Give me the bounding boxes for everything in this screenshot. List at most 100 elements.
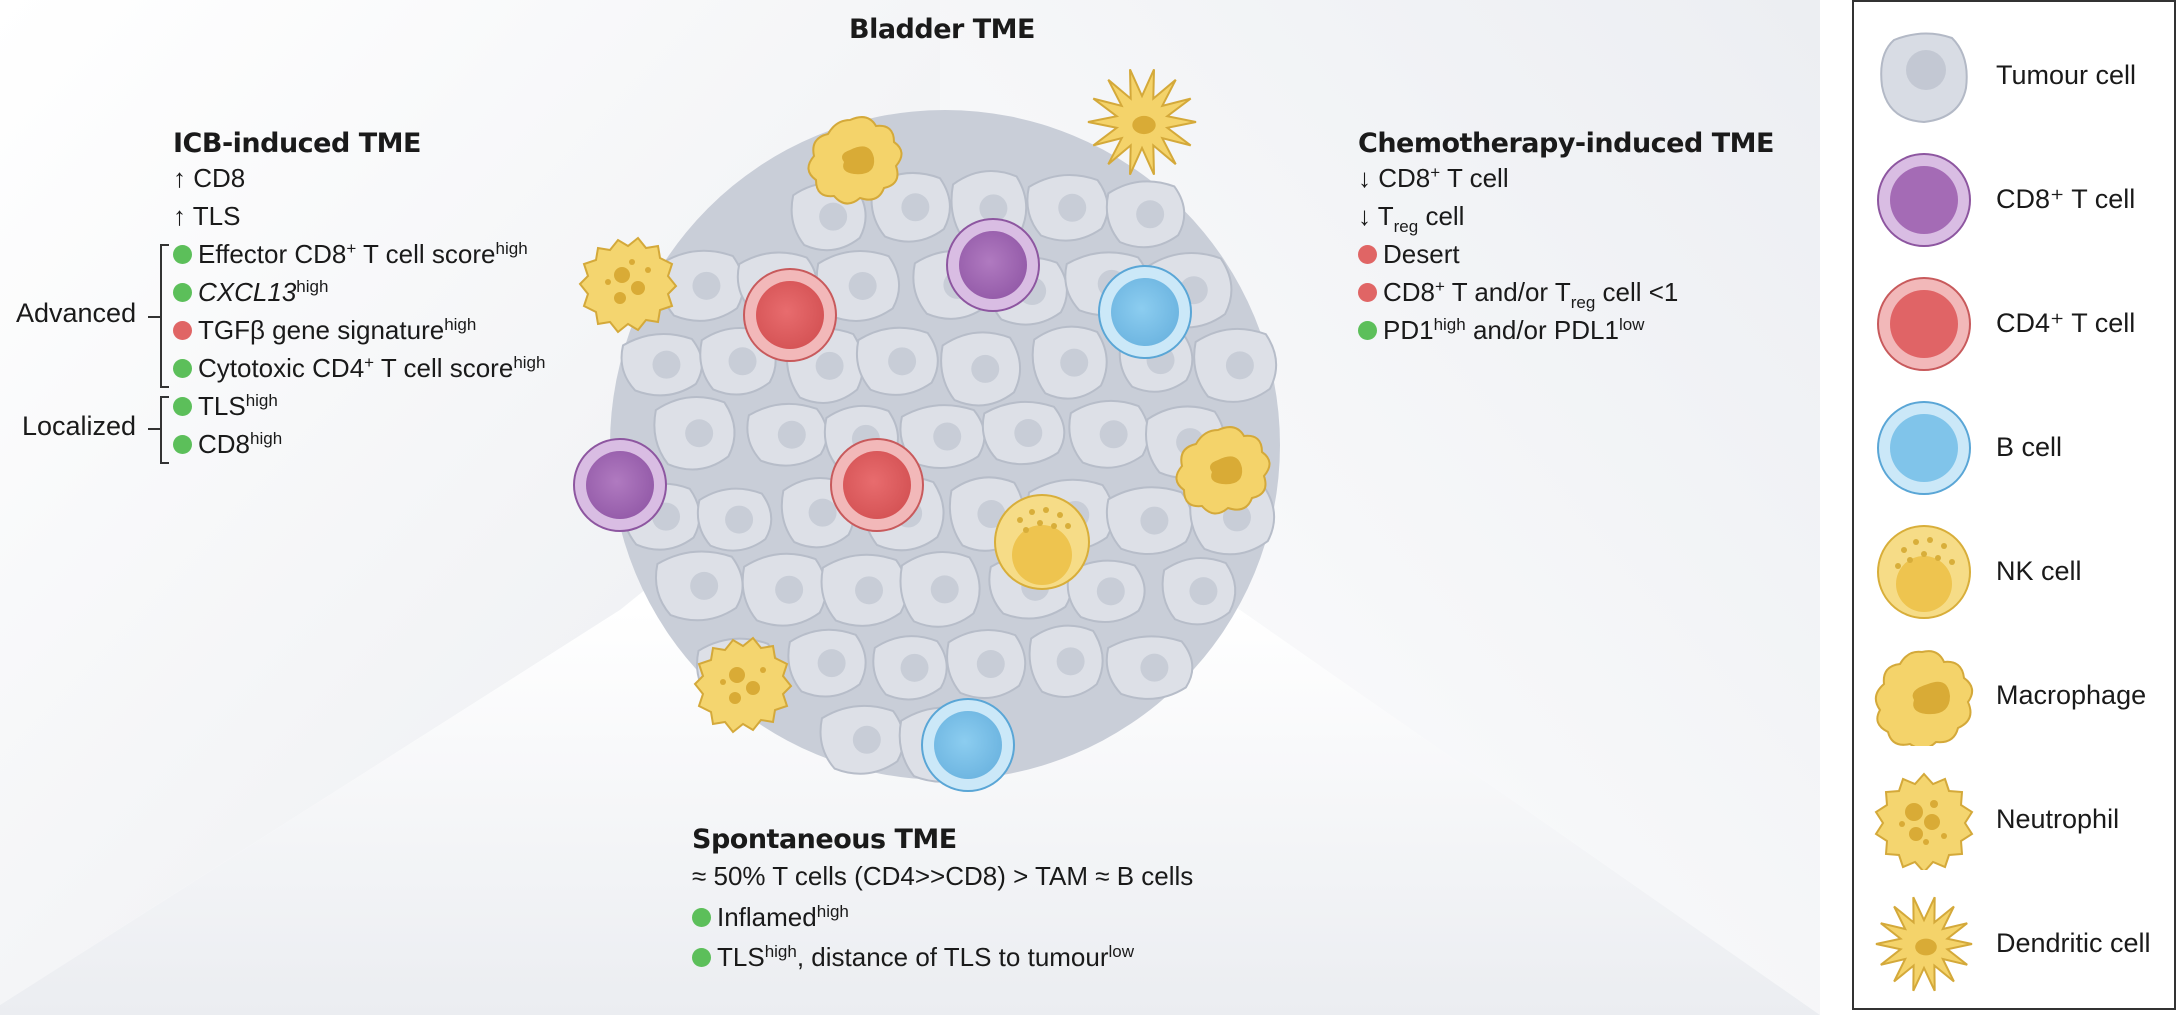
cyto-text: Cytotoxic CD4 (198, 353, 365, 383)
chemo-ratio-line: CD8+ T and/or Treg cell <1 (1358, 273, 1774, 311)
localized-label: Localized (22, 411, 137, 441)
icb-section: ICB-induced TME ↑ CD8 ↑ TLS Effector CD8… (173, 128, 545, 463)
tumour-cell-nucleus (888, 347, 917, 376)
legend-label: Tumour cell (1996, 60, 2137, 90)
legend-label: CD4⁺ T cell (1996, 308, 2136, 338)
chemo-l5b: and/or PDL1 (1465, 315, 1619, 345)
dendritic-cell-icon (1875, 896, 1973, 992)
tumour-cell-nucleus (692, 271, 721, 300)
red-dot (1358, 245, 1377, 264)
legend-item-dendritic-cell: Dendritic cell (1854, 894, 2174, 1004)
b-cell (1098, 265, 1192, 359)
dendritic-cell (1087, 68, 1197, 176)
green-dot (173, 245, 192, 264)
chemo-treg-line: ↓ Treg cell (1358, 197, 1774, 235)
legend-item-tumour-cell: Tumour cell (1854, 26, 2174, 136)
legend-item-macrophage: Macrophage (1854, 646, 2174, 756)
tumour-cell-nucleus (808, 498, 837, 527)
chemo-l4a: CD8 (1383, 277, 1436, 307)
tumour-cell-nucleus (1058, 193, 1087, 222)
spontaneous-section: Spontaneous TME ≈ 50% T cells (CD4>>CD8)… (692, 824, 1193, 977)
advanced-bracket (160, 244, 169, 388)
icb-effector-line: Effector CD8+ T cell scorehigh (173, 235, 545, 273)
main-title: Bladder TME (849, 14, 1035, 45)
sup: low (1108, 942, 1135, 961)
tumour-cell-nucleus (1060, 348, 1089, 377)
spont-inflamed-line: Inflamedhigh (692, 897, 1193, 937)
tumour-cell-nucleus (971, 354, 1000, 383)
neutrophil (578, 236, 678, 334)
desert-text: Desert (1383, 239, 1460, 269)
tumour-cell-nucleus (979, 194, 1008, 223)
tumour-cell-nucleus (1096, 577, 1125, 606)
green-dot (173, 397, 192, 416)
nk-cell (994, 494, 1090, 590)
chemo-l4c: cell <1 (1595, 277, 1679, 307)
neutrophil (693, 636, 793, 734)
legend-label: B cell (1996, 432, 2063, 462)
sup: high (816, 902, 849, 921)
tumour-cell-nucleus (852, 725, 881, 754)
tumour-cell-nucleus (1099, 420, 1128, 449)
tumour-cell-nucleus (900, 653, 929, 682)
sup: + (346, 239, 357, 258)
spont-tls-line: TLShigh, distance of TLS to tumourlow (692, 937, 1193, 977)
icb-cyto-line: Cytotoxic CD4+ T cell scorehigh (173, 349, 545, 387)
tumour-cell-nucleus (1056, 647, 1085, 676)
effector-rest: T cell score (356, 239, 496, 269)
cd4-t-cell-icon (1877, 277, 1971, 371)
cxcl13-text: CXCL13 (198, 277, 297, 307)
tumour-cell-nucleus (930, 575, 959, 604)
inflamed-text: Inflamed (717, 902, 817, 932)
tumour-cell-nucleus (725, 505, 754, 534)
sup: high (250, 429, 283, 448)
sup: high (444, 315, 477, 334)
chemo-desert-line: Desert (1358, 235, 1774, 273)
sup: + (364, 353, 375, 372)
legend: Tumour cell CD8⁺ T cell CD4⁺ T cell B ce… (1852, 0, 2176, 1010)
chemo-section: Chemotherapy-induced TME ↓ CD8+ T cell ↓… (1358, 128, 1774, 349)
tumour-cell-nucleus (1225, 351, 1254, 380)
green-dot (173, 283, 192, 302)
red-dot (173, 321, 192, 340)
icb-up-tls: ↑ TLS (173, 201, 241, 231)
tumour-cell-nucleus (685, 419, 714, 448)
chemo-l4b: T and/or T (1444, 277, 1571, 307)
cyto-rest: T cell score (374, 353, 514, 383)
tumour-cell-nucleus (1189, 577, 1218, 606)
macrophage (807, 116, 903, 205)
sup: high (513, 353, 546, 372)
icb-up-cd8: ↑ CD8 (173, 163, 246, 193)
tumour-cell-nucleus (775, 575, 804, 604)
cd8-text: CD8 (198, 429, 251, 459)
spont-l3b: , distance of TLS to tumour (796, 942, 1109, 972)
green-dot (173, 359, 192, 378)
legend-label: Neutrophil (1996, 804, 2120, 834)
tumour-cell-nucleus (815, 351, 844, 380)
legend-item-nk-cell: NK cell (1854, 522, 2174, 632)
icb-cd8-line: CD8high (173, 425, 545, 463)
red-dot (1358, 283, 1377, 302)
cd8-t-cell-icon (1877, 153, 1971, 247)
green-dot (173, 435, 192, 454)
chemo-l1a: ↓ CD8 (1358, 163, 1431, 193)
tumour-illustration (573, 68, 1280, 792)
tumour-cell-nucleus (777, 420, 806, 449)
chemo-title: Chemotherapy-induced TME (1358, 128, 1774, 159)
chemo-l1b: T cell (1440, 163, 1509, 193)
sub: reg (1393, 217, 1419, 236)
chemo-l5a: PD1 (1383, 315, 1434, 345)
chemo-l2b: cell (1418, 201, 1465, 231)
b-cell (921, 698, 1015, 792)
legend-label: Macrophage (1996, 680, 2147, 710)
spont-title: Spontaneous TME (692, 824, 957, 855)
tumour-cell-nucleus (976, 650, 1005, 679)
green-dot (692, 948, 711, 967)
legend-item-cd8-t-cell: CD8⁺ T cell (1854, 150, 2174, 260)
chemo-cd8-line: ↓ CD8+ T cell (1358, 159, 1774, 197)
tumour-cell-nucleus (819, 202, 848, 231)
tumour-cell-icon (1880, 32, 1968, 124)
sup: + (1430, 163, 1441, 182)
icb-cxcl13-line: CXCL13high (173, 273, 545, 311)
icb-tls-line: TLShigh (173, 387, 545, 425)
